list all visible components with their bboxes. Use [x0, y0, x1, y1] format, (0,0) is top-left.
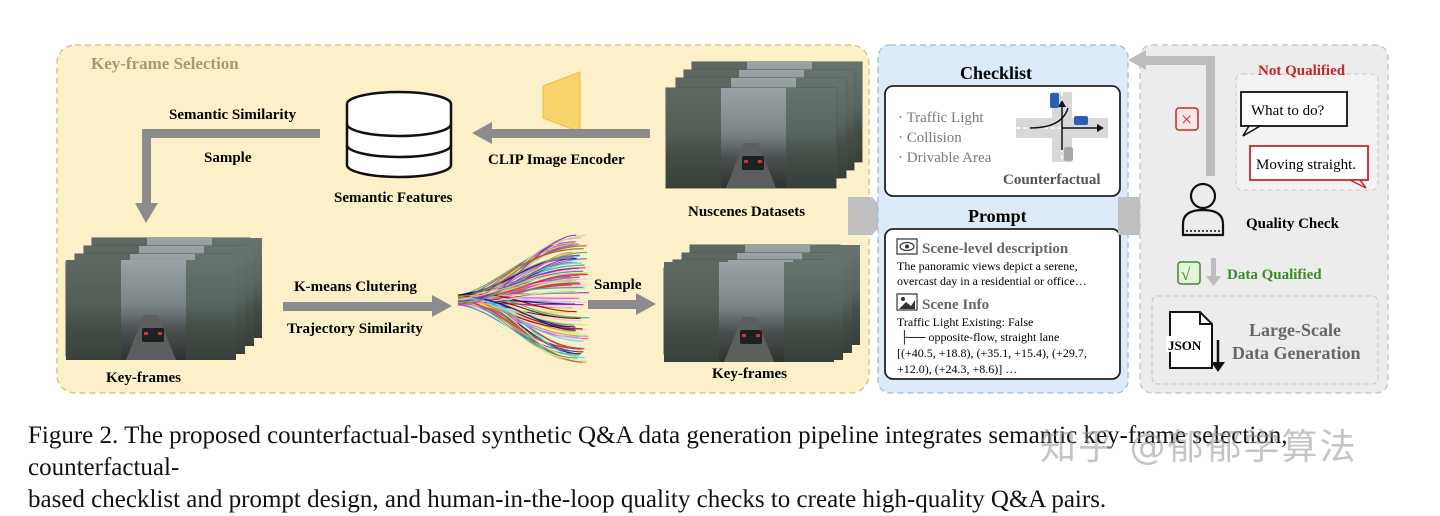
checklist-item-traffic-light: · Traffic Light	[898, 110, 984, 126]
scene-level-line2: overcast day in a residential or office…	[897, 274, 1087, 288]
caption-line-2: based checklist and prompt design, and h…	[28, 486, 1107, 513]
trajectory-similarity-label: Trajectory Similarity	[287, 321, 423, 337]
nuscenes-label: Nuscenes Datasets	[688, 204, 805, 220]
person-icon	[1181, 182, 1225, 237]
keyframes-left-label: Key-frames	[106, 370, 181, 386]
prompt-box	[884, 228, 1121, 380]
checklist-item-collision: · Collision	[898, 130, 962, 146]
not-qualified-label: Not Qualified	[1258, 63, 1346, 79]
scene-level-line1: The panoramic views depict a serene,	[897, 259, 1078, 273]
json-label: JSON	[1168, 338, 1202, 353]
database-icon	[345, 90, 453, 179]
watermark-text: 知乎 @郁郁学算法	[1040, 427, 1358, 468]
trajectory-line	[457, 302, 579, 360]
semantic-features-label: Semantic Features	[334, 190, 453, 206]
check-mark-box	[1177, 261, 1201, 285]
json-file-icon	[1166, 311, 1225, 372]
keyframes-right-stack	[663, 244, 860, 362]
eye-icon	[896, 238, 918, 255]
large-scale-line1: Large-Scale	[1249, 320, 1341, 340]
pipeline-figure: Key-frame Selection Nuscenes Datasets CL…	[56, 44, 1389, 394]
trajectory-line	[457, 298, 585, 359]
large-scale-line2: Data Generation	[1232, 343, 1360, 363]
answer-bubble	[1249, 145, 1369, 189]
scene-info-line2: ├── opposite-flow, straight lane	[900, 330, 1059, 345]
scene-info-line4: +12.0), (+24.3, +8.6)] …	[897, 362, 1017, 376]
keyframes-left-stack	[65, 237, 262, 360]
scene-level-title: Scene-level description	[922, 241, 1069, 257]
data-qualified-label: Data Qualified	[1227, 267, 1322, 283]
trajectory-line	[457, 251, 588, 303]
trajectory-line	[457, 257, 573, 306]
trajectory-line	[457, 272, 590, 301]
cross-mark-box	[1175, 107, 1199, 131]
checklist-item-drivable-area: · Drivable Area	[898, 150, 992, 166]
sample-top-label: Sample	[204, 150, 252, 166]
checklist-title: Checklist	[960, 63, 1032, 83]
arrow-down-qualified	[1206, 258, 1221, 286]
arrow-sample-bottom	[588, 293, 656, 315]
arrow-semantic-to-keyframes	[135, 129, 320, 223]
trajectory-fan-graphic	[457, 234, 590, 363]
clip-encoder-label: CLIP Image Encoder	[488, 152, 625, 168]
semantic-similarity-label: Semantic Similarity	[169, 107, 297, 123]
arrow-clip-to-db	[472, 122, 650, 144]
counterfactual-label: Counterfactual	[1003, 172, 1101, 188]
trajectory-line	[457, 267, 579, 302]
keyframe-selection-title: Key-frame Selection	[91, 54, 239, 73]
scene-info-title: Scene Info	[922, 297, 989, 313]
check-mark-icon: √	[1181, 265, 1191, 284]
scene-info-line1: Traffic Light Existing: False	[897, 315, 1033, 329]
sample-bottom-label: Sample	[594, 277, 642, 293]
nuscenes-frames-stack	[665, 61, 863, 189]
answer-text: Moving straight.	[1256, 157, 1356, 173]
kmeans-label: K-means Clutering	[294, 279, 417, 295]
cross-mark-icon: ×	[1181, 109, 1192, 131]
feedback-arrow	[1128, 50, 1215, 176]
question-bubble	[1240, 91, 1348, 137]
arrow-kmeans	[283, 295, 452, 317]
caption-line-1: Figure 2. The proposed counterfactual-ba…	[28, 422, 1288, 481]
keyframes-right-label: Key-frames	[712, 366, 787, 382]
prompt-title: Prompt	[968, 206, 1027, 226]
intersection-icon	[1016, 92, 1108, 162]
scene-info-line3: [(+40.5, +18.8), (+35.1, +15.4), (+29.7,	[897, 346, 1087, 360]
question-text: What to do?	[1251, 103, 1325, 119]
scene-info-icon	[896, 293, 918, 311]
quality-check-label: Quality Check	[1246, 216, 1340, 232]
